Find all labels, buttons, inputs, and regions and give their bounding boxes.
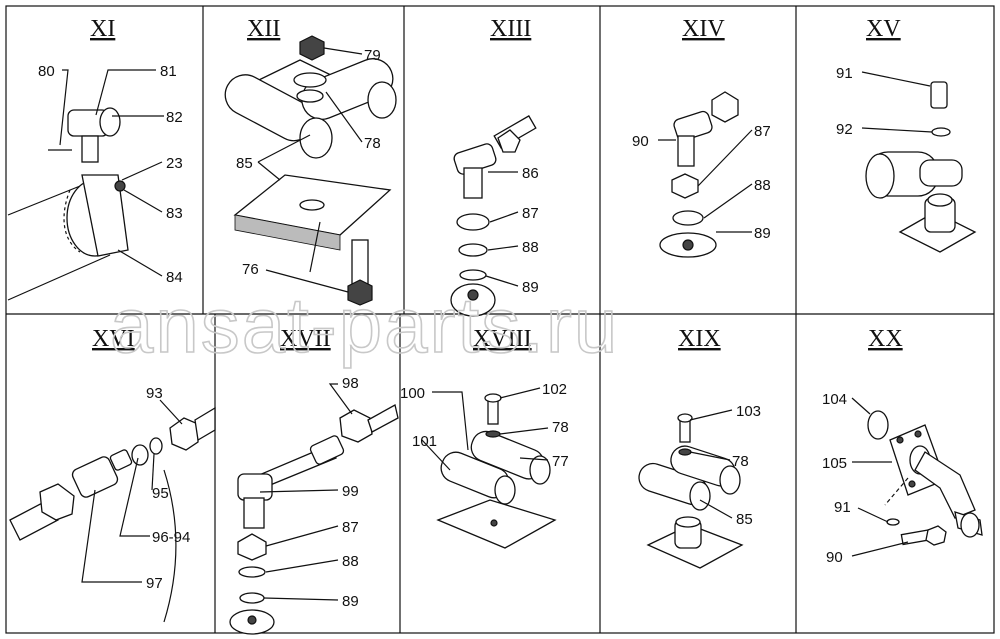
- callout-78: 78: [364, 135, 381, 152]
- callout-91: 91: [836, 65, 853, 82]
- callout-labels: 80 81 82 23 83 84 79 78 85 76 86 87 88 8…: [38, 47, 853, 610]
- callout-102: 102: [542, 381, 567, 398]
- callout-87-xiv: 87: [754, 123, 771, 140]
- callout-92: 92: [836, 121, 853, 138]
- callout-91-xx: 91: [834, 499, 851, 516]
- callout-77: 77: [552, 453, 569, 470]
- callout-89-xiv: 89: [754, 225, 771, 242]
- leader-lines: [59, 47, 933, 601]
- callout-88-xvii: 88: [342, 553, 359, 570]
- callout-84: 84: [166, 269, 183, 286]
- callout-79: 79: [364, 47, 381, 64]
- callout-23: 23: [166, 155, 183, 172]
- callout-105: 105: [822, 455, 847, 472]
- callout-98: 98: [342, 375, 359, 392]
- panel-title-xii: XII: [247, 16, 280, 42]
- panel-title-xi: XI: [90, 16, 115, 42]
- panel-xi-drawing: [7, 107, 129, 301]
- panel-title-xvi: XVI: [92, 326, 135, 352]
- panel-xv-drawing: [865, 81, 977, 253]
- callout-87-xvii: 87: [342, 519, 359, 536]
- callout-78-xix: 78: [732, 453, 749, 470]
- panel-xvi-drawing: [9, 406, 216, 623]
- panel-xx-drawing: [867, 410, 983, 546]
- callout-89-xvii: 89: [342, 593, 359, 610]
- panel-title-xx: XX: [868, 326, 903, 352]
- callout-95: 95: [152, 485, 169, 502]
- callout-90-xx: 90: [826, 549, 843, 566]
- panel-title-xiii: XIII: [490, 16, 531, 42]
- callout-78-xviii: 78: [552, 419, 569, 436]
- callout-85: 85: [236, 155, 253, 172]
- panel-xiii-drawing: [450, 115, 537, 317]
- panel-title-xix: XIX: [678, 326, 721, 352]
- panel-titles: XI XII XIII XIV XV XVI XVII XVIII XIX XX: [90, 16, 903, 352]
- callout-90: 90: [632, 133, 649, 150]
- panel-title-xviii: XVIII: [473, 326, 532, 352]
- callout-80: 80: [38, 63, 55, 80]
- callout-101: 101: [412, 433, 437, 450]
- callout-99: 99: [342, 483, 359, 500]
- panel-xiv-drawing: [659, 91, 739, 258]
- callout-76: 76: [242, 261, 259, 278]
- callout-93: 93: [146, 385, 163, 402]
- callout-96-94: 96-94: [152, 529, 190, 546]
- panel-grid: [5, 5, 995, 634]
- callout-82: 82: [166, 109, 183, 126]
- panel-xvii-drawing: [229, 404, 399, 635]
- callout-86: 86: [522, 165, 539, 182]
- panel-xii-drawing: [224, 35, 397, 306]
- panel-title-xvii: XVII: [280, 326, 331, 352]
- callout-104: 104: [822, 391, 847, 408]
- callout-88-xiv: 88: [754, 177, 771, 194]
- callout-97: 97: [146, 575, 163, 592]
- callout-87: 87: [522, 205, 539, 222]
- callout-100: 100: [400, 385, 425, 402]
- callout-85-xix: 85: [736, 511, 753, 528]
- panel-xix-drawing: [638, 413, 744, 569]
- callout-83: 83: [166, 205, 183, 222]
- callout-89: 89: [522, 279, 539, 296]
- panel-xviii-drawing: [436, 393, 557, 549]
- callout-88: 88: [522, 239, 539, 256]
- callout-103: 103: [736, 403, 761, 420]
- callout-81: 81: [160, 63, 177, 80]
- watermark-text: ansat-parts.ru: [110, 281, 619, 369]
- panel-title-xv: XV: [866, 16, 901, 42]
- panel-title-xiv: XIV: [682, 16, 725, 42]
